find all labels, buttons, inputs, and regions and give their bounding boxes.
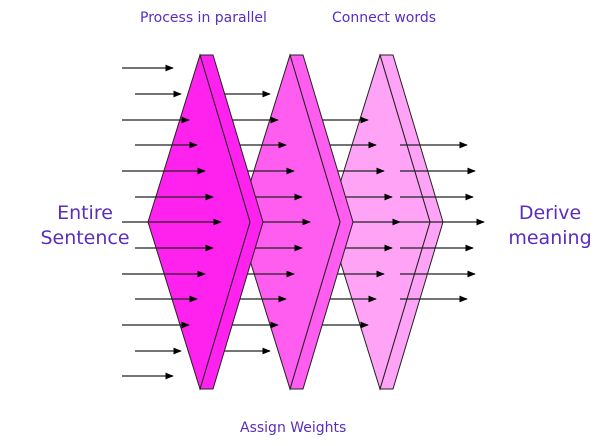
label-meaning: meaning [508, 227, 592, 249]
label-entire-sentence: Entire Sentence [40, 201, 130, 251]
label-process-in-parallel: Process in parallel [140, 10, 267, 26]
label-derive: Derive [518, 202, 582, 224]
label-entire: Entire [57, 202, 113, 224]
label-derive-meaning: Derive meaning [500, 201, 600, 251]
label-sentence: Sentence [40, 227, 130, 249]
label-assign-weights: Assign Weights [240, 420, 347, 436]
label-connect-words: Connect words [332, 10, 437, 26]
